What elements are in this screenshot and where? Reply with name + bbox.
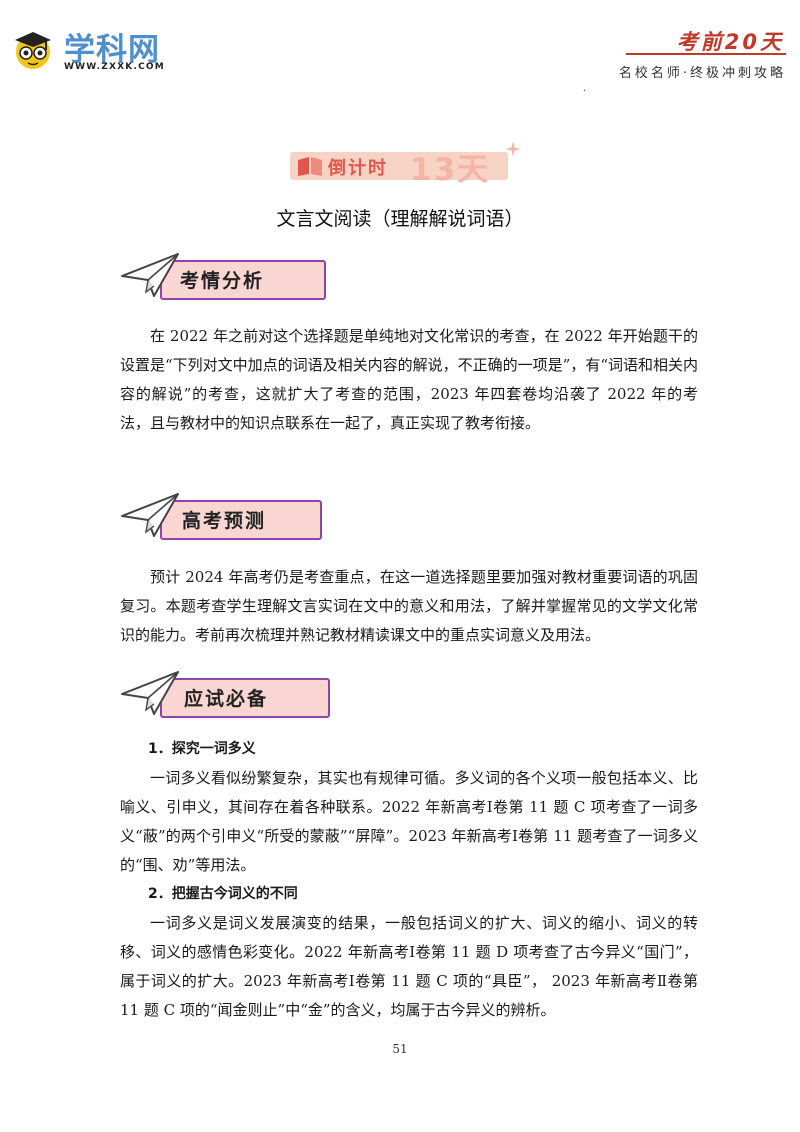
- countdown-prefix: 倒计时: [328, 158, 388, 179]
- paragraph: 在 2022 年之前对这个选择题是单纯地对文化常识的考查，在 2022 年开始题…: [120, 327, 699, 432]
- section-forecast-body: 预计 2024 年高考仍是考查重点，在这一道选择题里要加强对教材重要词语的巩固复…: [120, 563, 698, 650]
- paper-plane-icon: [121, 671, 179, 715]
- item-title: 1．探究一词多义: [148, 741, 256, 757]
- site-logo: 学科网 WWW.ZXXK.COM: [8, 22, 178, 78]
- countdown-days: 13天: [410, 152, 491, 188]
- document-title: 文言文阅读（理解解说词语）: [276, 208, 524, 230]
- header-right: 考前20天 名校名师·终极冲刺攻略 ·: [566, 26, 786, 97]
- paper-plane-icon: [121, 253, 179, 297]
- section-heading-box: [160, 678, 330, 718]
- section-essentials-body: 1．探究一词多义 一词多义看似纷繁复杂，其实也有规律可循。多义词的各个义项一般包…: [120, 735, 698, 1025]
- section-heading-label: 应试必备: [184, 688, 269, 710]
- logo-url: WWW.ZXXK.COM: [64, 62, 165, 72]
- graduation-owl-icon: [15, 32, 51, 69]
- book-icon: [298, 157, 322, 176]
- countdown-badge: 倒计时 13天: [282, 140, 522, 188]
- logo-title: 学科网: [64, 32, 160, 68]
- paper-plane-icon: [121, 493, 179, 537]
- header-rule: [626, 53, 786, 55]
- page-number: 51: [392, 1042, 408, 1056]
- countdown-bar: [290, 152, 508, 180]
- sparkle-icon: [505, 141, 521, 157]
- section-analysis-body: 在 2022 年之前对这个选择题是单纯地对文化常识的考查，在 2022 年开始题…: [120, 322, 698, 438]
- section-heading-forecast: 高考预测: [120, 493, 340, 544]
- header-dot: ·: [582, 86, 586, 97]
- header-subtitle: 名校名师·终极冲刺攻略: [618, 66, 786, 81]
- paragraph: 一词多义是词义发展演变的结果，一般包括词义的扩大、词义的缩小、词义的转移、词义的…: [120, 914, 698, 1019]
- paragraph: 预计 2024 年高考仍是考查重点，在这一道选择题里要加强对教材重要词语的巩固复…: [120, 568, 698, 644]
- item-title: 2．把握古今词义的不同: [148, 886, 298, 902]
- section-heading-label: 高考预测: [182, 510, 267, 532]
- section-heading-box: [160, 260, 326, 300]
- section-heading-label: 考情分析: [180, 270, 265, 292]
- paragraph: 一词多义看似纷繁复杂，其实也有规律可循。多义词的各个义项一般包括本义、比喻义、引…: [120, 769, 698, 874]
- section-heading-essentials: 应试必备: [120, 671, 340, 722]
- header-title: 考前20天: [676, 30, 784, 54]
- section-heading-analysis: 考情分析: [120, 253, 340, 304]
